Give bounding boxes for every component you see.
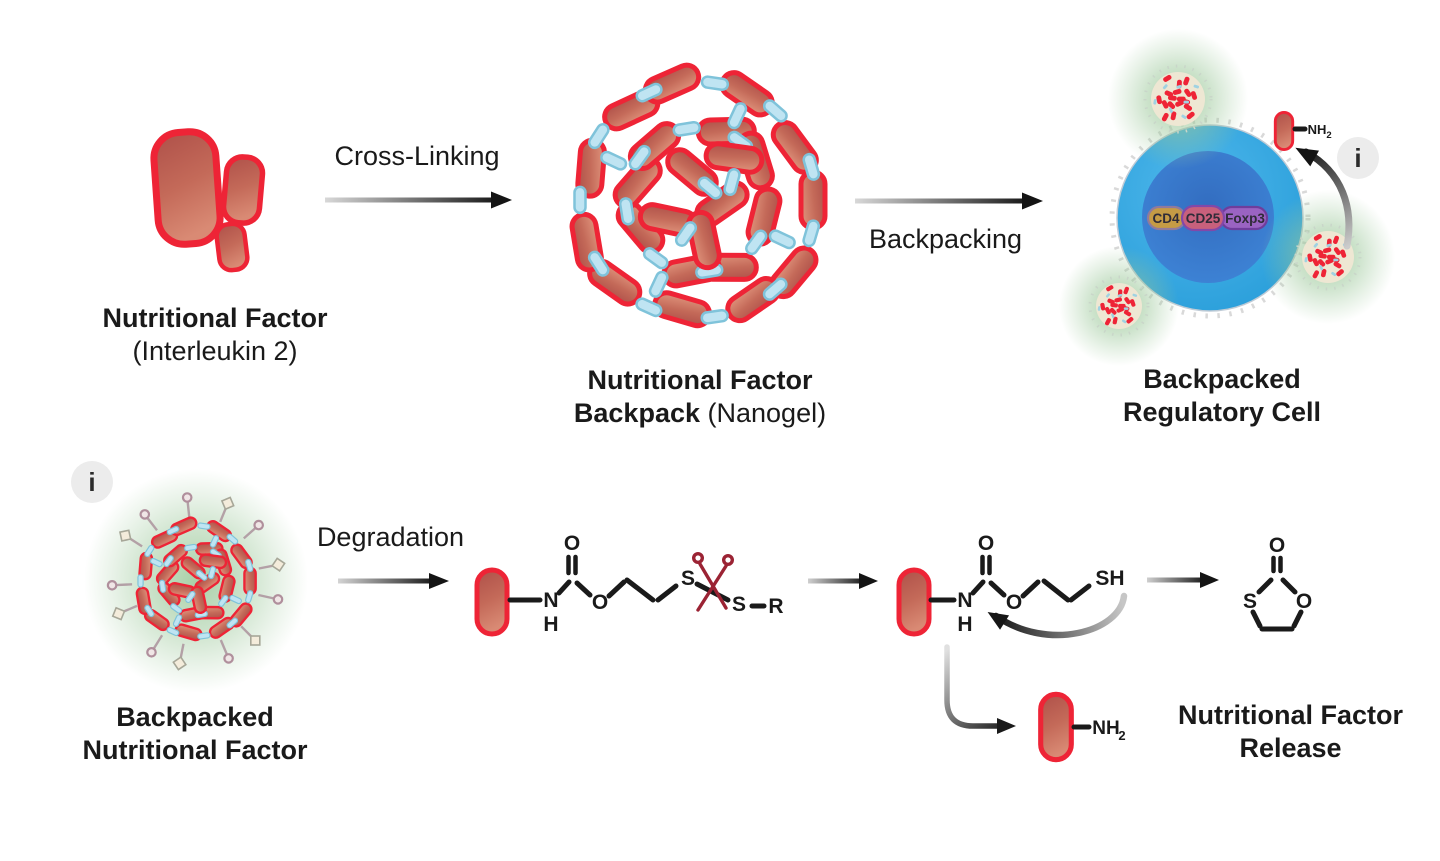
- backpacked-nutritional-factor: [84, 469, 308, 693]
- degradation-label: Degradation: [316, 522, 465, 552]
- atom-s: S: [1243, 590, 1257, 613]
- atom-o-carbonyl: O: [564, 532, 580, 555]
- atom-h: H: [957, 613, 972, 636]
- info-icon-bottom: i: [71, 461, 113, 503]
- release-label: Nutritional Factor Release: [1148, 699, 1433, 765]
- cross-linking-arrow: [325, 191, 512, 209]
- reaction-arrow-3: [1147, 572, 1219, 588]
- atom-o-ester: O: [592, 591, 608, 614]
- cyclization-arrow: [987, 592, 1128, 639]
- release-line1: Nutritional Factor: [1177, 700, 1403, 730]
- release-elbow-arrow: [944, 644, 1016, 734]
- cell-nh2-label: NH: [1308, 122, 1327, 137]
- backpacked-nf-label: Backpacked Nutritional Factor: [40, 701, 350, 767]
- nanogel-title-line1: Nutritional Factor: [587, 365, 813, 395]
- backpacked-line2: Nutritional Factor: [82, 735, 308, 765]
- nanogel-satellite-top-left: [1108, 29, 1248, 169]
- backpacked-line1: Backpacked: [116, 702, 274, 732]
- cd25-badge: [1180, 204, 1226, 232]
- nanogel-satellite-right: [1261, 190, 1395, 324]
- released-il2-blob: NH 2: [1041, 694, 1126, 759]
- atom-n: N: [543, 589, 558, 612]
- nanogel-satellite-bottom-left: [1059, 246, 1179, 366]
- nanogel-surface-chains: [106, 492, 286, 671]
- cell-title-line2: Regulatory Cell: [1122, 397, 1322, 427]
- cell-released-il2: NH 2: [1273, 110, 1332, 152]
- info-icon-glyph: i: [1354, 142, 1362, 173]
- atom-o-carbonyl: O: [1269, 534, 1285, 557]
- nanogel-label: Nutritional Factor Backpack (Nanogel): [545, 364, 855, 430]
- foxp3-label: Foxp3: [1225, 211, 1265, 226]
- cell-marker-badges: CD4 CD25 Foxp3: [1146, 204, 1269, 232]
- atom-sh: SH: [1095, 567, 1124, 590]
- cell-label: Backpacked Regulatory Cell: [1062, 363, 1382, 429]
- scissors-icon: [692, 552, 735, 612]
- info-icon-glyph: i: [88, 466, 96, 497]
- release-line2: Release: [1239, 733, 1342, 763]
- thiocarbonate-ring-structure: O S O: [1243, 534, 1312, 632]
- atom-r: R: [768, 595, 783, 618]
- il2-subtitle: (Interleukin 2): [132, 336, 298, 366]
- backpacking-arrow: [855, 192, 1043, 210]
- thiol-intermediate-structure: N H O O SH: [899, 532, 1128, 639]
- cross-linking-label: Cross-Linking: [334, 141, 500, 171]
- il2-title: Nutritional Factor: [102, 303, 328, 333]
- cd4-label: CD4: [1152, 211, 1179, 226]
- il2-protein-blobs: [150, 128, 266, 273]
- atom-s1: S: [681, 567, 695, 590]
- cell-release-curved-arrow: [1295, 147, 1353, 250]
- reaction-arrow-2: [808, 573, 878, 589]
- nanogel-sphere: [570, 61, 825, 328]
- atom-o-carbonyl: O: [978, 532, 994, 555]
- info-icon-top: i: [1337, 137, 1379, 179]
- release-nh2-label: NH: [1092, 718, 1119, 739]
- degradation-arrow: [338, 573, 449, 589]
- cell-title-line1: Backpacked: [1143, 364, 1301, 394]
- backpacking-label: Backpacking: [868, 224, 1023, 254]
- carbamate-disulfide-structure: N H O O S S R: [477, 532, 784, 636]
- atom-s2: S: [732, 593, 746, 616]
- atom-n: N: [957, 589, 972, 612]
- atom-o: O: [1296, 590, 1312, 613]
- release-nh2-sub: 2: [1118, 728, 1125, 743]
- il2-label: Nutritional Factor (Interleukin 2): [75, 302, 355, 368]
- cd25-label: CD25: [1186, 211, 1221, 226]
- atom-h: H: [543, 613, 558, 636]
- nanogel-title-paren: (Nanogel): [707, 398, 827, 428]
- cell-nh2-sub: 2: [1326, 130, 1331, 141]
- atom-o-ester: O: [1006, 591, 1022, 614]
- nanogel-title-bold: Backpack: [573, 398, 700, 428]
